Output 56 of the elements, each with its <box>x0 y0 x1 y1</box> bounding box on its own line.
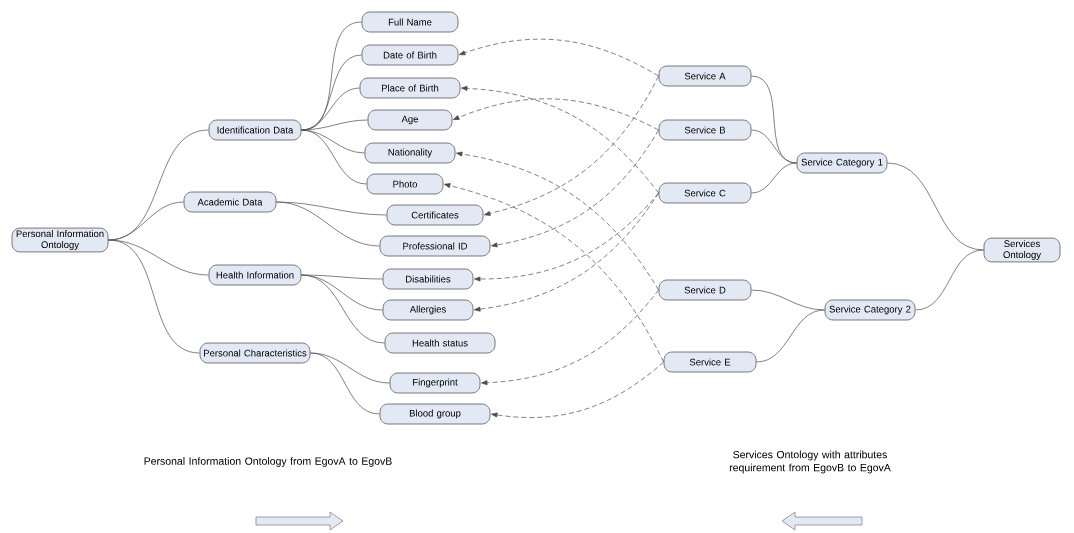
connector <box>301 129 365 154</box>
note: Personal Information Ontology from EgovA to EgovB <box>144 457 392 467</box>
connector <box>887 162 984 251</box>
ontology-node: Disabilities <box>382 268 474 290</box>
ontology-node: Nationality <box>364 142 456 164</box>
connector <box>915 249 984 311</box>
ontology-node: Age <box>367 109 453 131</box>
ontology-node: Place of Birth <box>359 77 461 99</box>
connector <box>459 38 659 77</box>
connector <box>108 239 200 354</box>
connector <box>461 85 659 194</box>
ontology-node: Date of Birth <box>361 44 459 66</box>
ontology-node: Personal Information Ontology <box>11 227 109 253</box>
connector <box>108 239 209 276</box>
connector <box>301 274 385 344</box>
connector <box>484 75 659 216</box>
connector <box>276 201 380 247</box>
ontology-node: Health Information <box>208 264 302 286</box>
connector <box>474 192 659 312</box>
connector <box>301 274 383 311</box>
ontology-node: Service Category 1 <box>796 152 888 174</box>
ontology-node: Identification Data <box>208 119 302 141</box>
ontology-node: Service E <box>663 351 757 373</box>
ontology-node: Service A <box>658 65 752 87</box>
ontology-node: Personal Characteristics <box>199 342 311 364</box>
connector <box>301 274 383 280</box>
connector <box>491 361 664 418</box>
connector <box>481 289 659 386</box>
connector <box>751 289 825 311</box>
connector <box>310 352 390 384</box>
connector <box>444 183 664 363</box>
ontology-node: Service Category 2 <box>824 299 916 321</box>
ontology-node: Blood group <box>379 403 491 425</box>
ontology-node: Fingerprint <box>389 372 481 394</box>
ontology-node: Academic Data <box>183 191 277 213</box>
connector <box>276 201 387 216</box>
connector <box>756 309 825 363</box>
connector <box>453 98 659 131</box>
connector <box>751 129 797 164</box>
ontology-node: Service B <box>658 119 752 141</box>
connector <box>456 151 659 291</box>
ontology-node: Certificates <box>386 204 484 226</box>
connector <box>474 192 659 282</box>
connector <box>301 129 367 185</box>
connector <box>751 162 797 194</box>
ontology-node: Service D <box>658 279 752 301</box>
ontology-node: Allergies <box>382 299 474 321</box>
connector <box>491 129 659 248</box>
ontology-node: Service C <box>658 182 752 204</box>
ontology-node: Services Ontology <box>983 237 1061 263</box>
ontology-node: Photo <box>366 173 444 195</box>
ontology-node: Full Name <box>361 11 459 33</box>
connector <box>310 352 380 415</box>
note: Services Ontology with attributes requirement from EgovB to EgovA <box>729 450 891 474</box>
ontology-node: Health status <box>384 332 496 354</box>
ontology-node: Professional ID <box>379 235 491 257</box>
